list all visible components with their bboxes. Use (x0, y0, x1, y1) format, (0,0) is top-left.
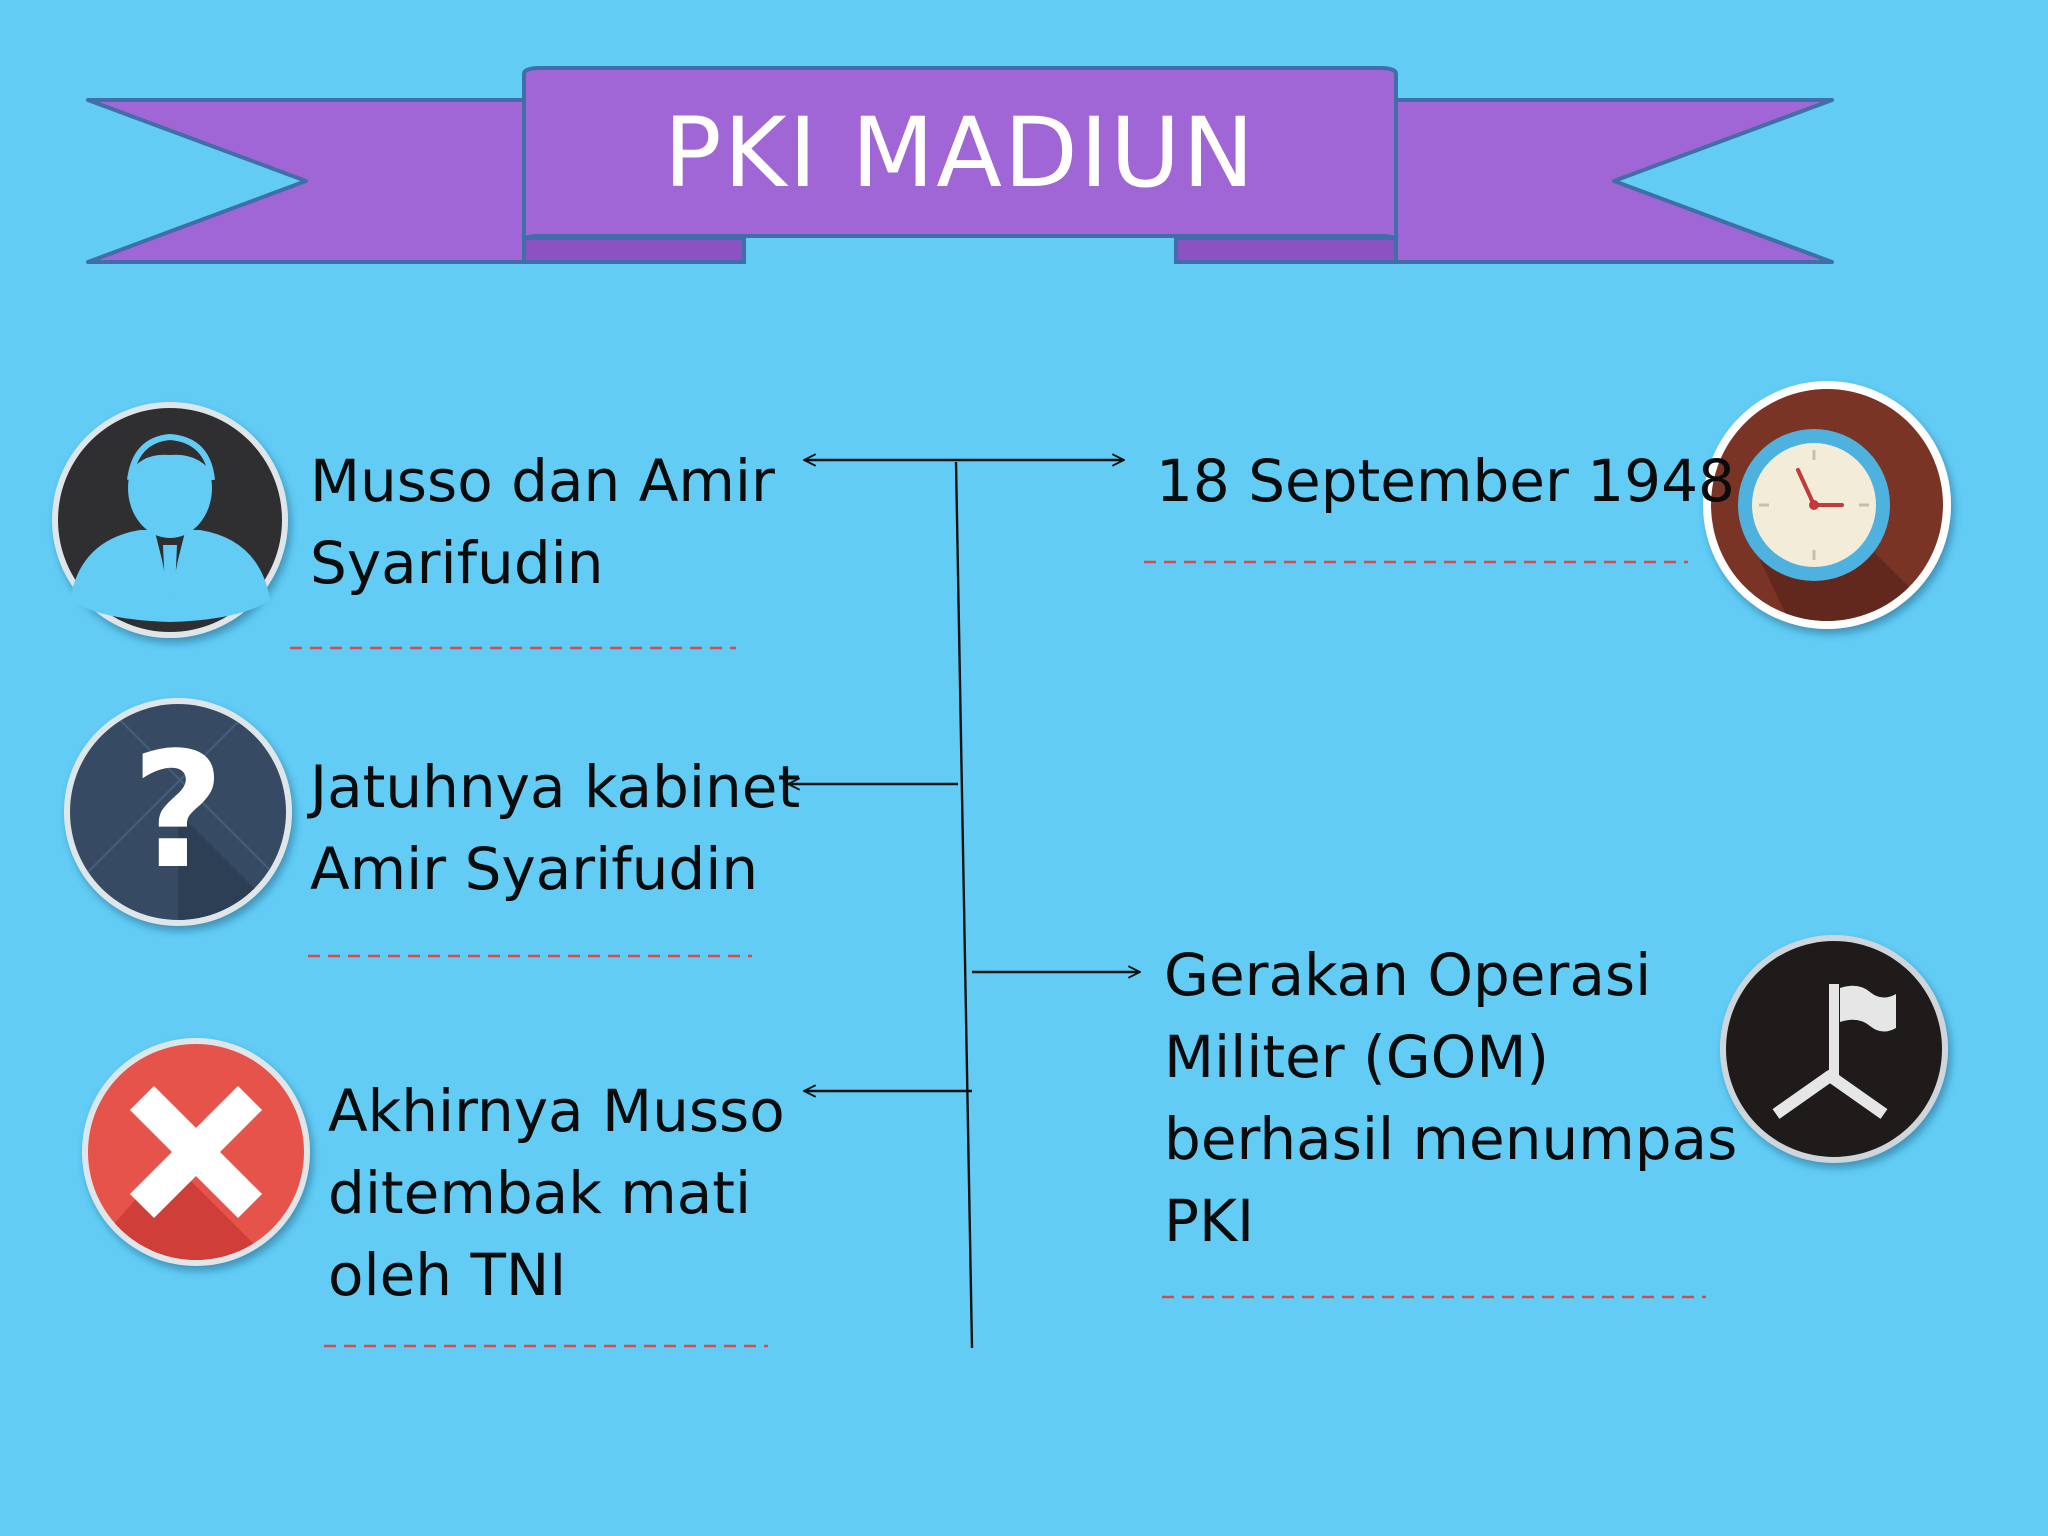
svg-text:?: ? (132, 717, 225, 904)
person-icon (52, 402, 288, 638)
node-when-label: 18 September 1948 (1156, 447, 1735, 515)
page-title: PKI MADIUN (663, 97, 1257, 209)
cross-icon (82, 1038, 310, 1266)
node-who-label: Musso dan Amir Syarifudin (310, 447, 775, 597)
clock-icon (1703, 381, 1951, 629)
question-mark-icon: ? (64, 698, 292, 926)
node-how-label: Gerakan Operasi Militer (GOM) berhasil m… (1164, 941, 1738, 1255)
banner-right-fold (1174, 236, 1398, 264)
node-end-label: Akhirnya Musso ditembak mati oleh TNI (328, 1077, 785, 1309)
flag-icon (1720, 935, 1948, 1163)
banner-right-tail (1394, 98, 1834, 264)
vertical-trunk (954, 461, 974, 1349)
banner-left-tail (86, 98, 526, 264)
banner-left-fold (522, 236, 746, 264)
connectors (788, 460, 1140, 1349)
banner-main (522, 66, 1398, 242)
node-why-label: Jatuhnya kabinet Amir Syarifudin (310, 753, 801, 903)
title-banner (86, 66, 1834, 264)
underlines (290, 560, 1706, 1348)
